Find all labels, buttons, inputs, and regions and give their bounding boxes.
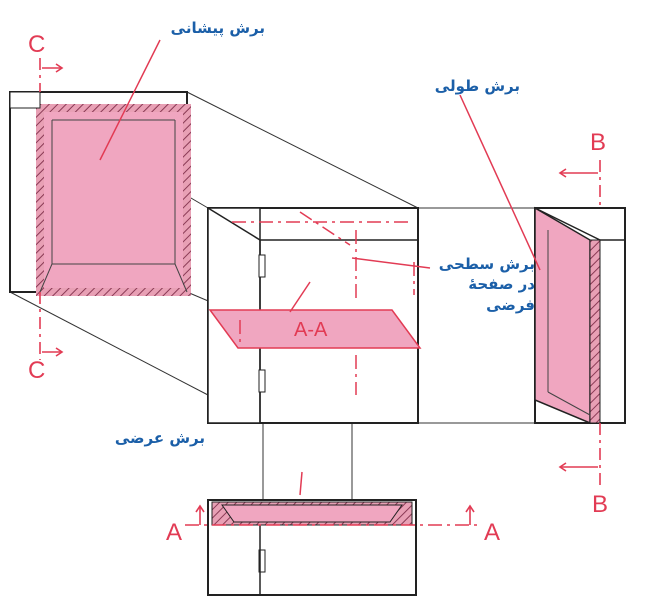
tag-b-top: B: [590, 129, 606, 156]
cut-line-a: [185, 504, 480, 526]
label-surface-section-line2: در صفحهٔ: [468, 275, 535, 294]
longitudinal-section-box: [534, 206, 626, 425]
front-section-box: [9, 91, 191, 296]
label-front-section: برش پیشانی: [170, 19, 265, 37]
tag-a-left: A: [166, 519, 182, 546]
tag-aa-plane: A-A: [294, 319, 328, 341]
label-surface-section-line3: فرضی: [486, 295, 535, 314]
tag-a-right: A: [484, 519, 500, 546]
label-longitudinal-section: برش طولی: [434, 77, 520, 95]
tag-b-bottom: B: [592, 491, 608, 518]
transverse-section-box: [207, 499, 417, 596]
cut-line-c: [39, 58, 64, 360]
leader-lines: [99, 39, 541, 496]
label-surface-section: برش سطحی در صفحهٔ فرضی: [420, 254, 535, 315]
center-box: [207, 207, 422, 424]
cut-line-b: [558, 160, 601, 485]
tag-c-bottom: C: [28, 357, 45, 384]
label-transverse-section: برش عرضی: [114, 429, 205, 447]
tag-c-top: C: [28, 31, 45, 58]
label-surface-section-line1: برش سطحی: [438, 255, 535, 273]
